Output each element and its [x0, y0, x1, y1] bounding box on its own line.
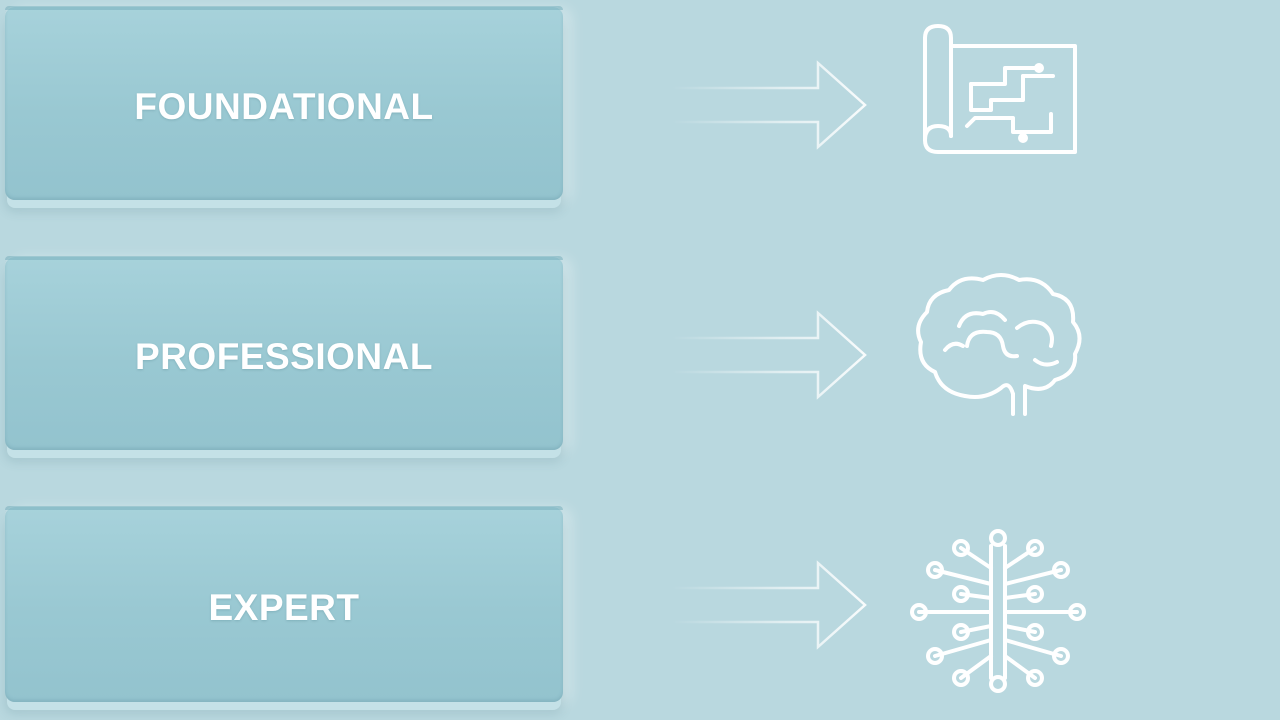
arrow-right-icon — [672, 60, 867, 150]
arrow-right-icon — [672, 310, 867, 400]
level-row-expert: EXPERT — [0, 500, 1280, 720]
level-card-professional[interactable]: PROFESSIONAL — [5, 256, 563, 450]
brain-icon — [916, 273, 1082, 416]
arrow-right-icon — [672, 560, 867, 650]
level-card-expert[interactable]: EXPERT — [5, 506, 563, 702]
level-label: EXPERT — [208, 587, 360, 628]
level-row-foundational: FOUNDATIONAL — [0, 0, 1280, 220]
neural-network-icon — [910, 529, 1086, 693]
blueprint-icon — [923, 24, 1077, 154]
level-label: FOUNDATIONAL — [134, 86, 434, 127]
level-label: PROFESSIONAL — [135, 336, 433, 377]
level-card-foundational[interactable]: FOUNDATIONAL — [5, 6, 563, 200]
level-row-professional: PROFESSIONAL — [0, 250, 1280, 470]
